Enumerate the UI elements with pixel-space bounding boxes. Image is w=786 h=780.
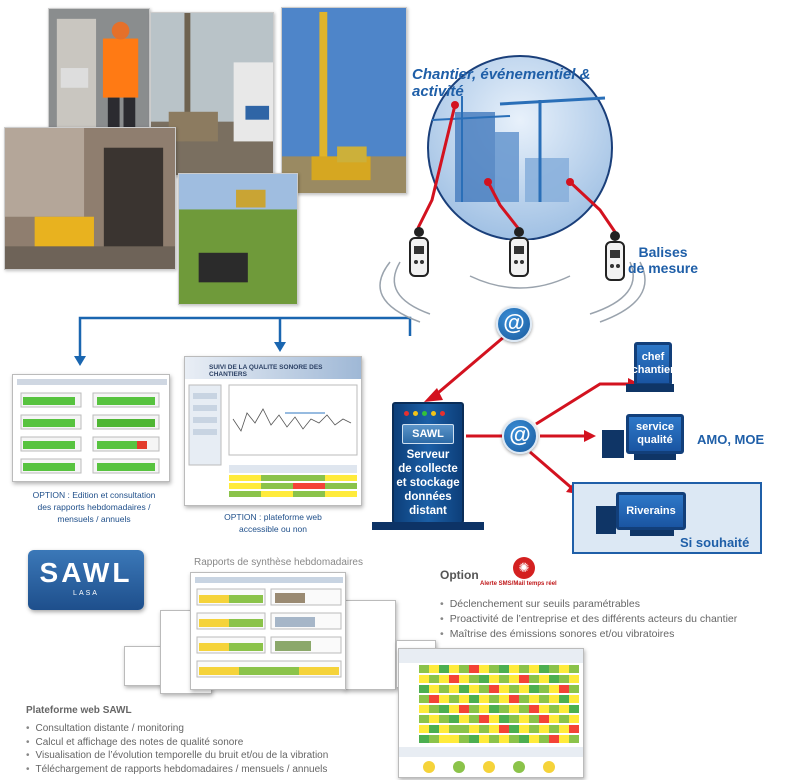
platform-title: Plateforme web SAWL (26, 705, 132, 716)
server-line: Serveur (406, 449, 450, 461)
report-preview (12, 374, 170, 482)
chef-chantier-screen: chef chantier (631, 342, 675, 386)
web-header: SUIVI DE LA QUALITE SONORE DES CHANTIERS (185, 357, 361, 379)
riverains-label: Riverains (626, 504, 676, 517)
circle-title: Chantier, événementiel & activité (412, 66, 591, 100)
caption-line: OPTION : plateforme web (224, 512, 322, 522)
option-bullet: Proactivité de l’entreprise et des diffé… (440, 612, 738, 627)
weekly-report-back (344, 600, 396, 690)
web-platform-preview: SUIVI DE LA QUALITE SONORE DES CHANTIERS (184, 356, 362, 506)
heatmap-table (398, 648, 584, 778)
platform-bullet: Consultation distante / monitoring (26, 722, 328, 736)
service-stand (634, 454, 676, 460)
service-line: qualité (637, 434, 673, 446)
server-line: distant (409, 505, 447, 517)
service-tower (602, 430, 624, 458)
option-bullet: Maîtrise des émissions sonores et/ou vib… (440, 627, 737, 642)
chef-stand (626, 384, 674, 392)
server-line: de collecte (398, 463, 458, 475)
platform-bullet: Téléchargement de rapports hebdomadaires… (26, 763, 328, 777)
site-circle-diagram (427, 55, 613, 240)
report-caption: OPTION : Edition et consultation des rap… (8, 489, 180, 525)
option-title: Option (440, 568, 479, 582)
photo-crane-rig (281, 7, 407, 194)
photo-sensor-field (178, 173, 298, 305)
caption-line: mensuels / annuels (57, 514, 131, 524)
at-icon: @ (496, 306, 532, 342)
web-caption: OPTION : plateforme web accessible ou no… (206, 511, 340, 535)
server-logo: SAWL (402, 424, 454, 444)
alert-label: Alerte SMS/Mail temps réel (480, 581, 557, 587)
server-label: Serveur de collecte et stockage données … (392, 448, 464, 518)
caption-line: OPTION : Edition et consultation (32, 490, 156, 500)
server-line: données (404, 491, 452, 503)
server-base (372, 522, 484, 530)
sensor-icon (605, 231, 625, 281)
option-bullets: Déclenchement sur seuils paramétrables P… (440, 597, 738, 642)
caption-line: des rapports hebdomadaires / (37, 502, 151, 512)
sensor-icon (509, 227, 529, 277)
weekly-report-main (190, 572, 346, 690)
balises-label: Balises de mesure (628, 244, 698, 276)
at-icon: @ (502, 418, 538, 454)
web-header-text: SUIVI DE LA QUALITE SONORE DES CHANTIERS (209, 364, 323, 378)
rapports-title: Rapports de synthèse hebdomadaires (194, 557, 363, 568)
sawl-logo: SAWL LASA (28, 550, 144, 610)
service-qualite-screen: service qualité (626, 414, 684, 454)
riverains-screen: Riverains (616, 492, 686, 530)
photo-excavator (4, 127, 176, 270)
chef-line: chantier (631, 364, 675, 376)
alert-icon: ✺ (513, 557, 535, 579)
platform-bullet: Visualisation de l’évolution temporelle … (26, 749, 329, 763)
sensor-icon (409, 227, 429, 277)
sawl-logo-sub: LASA (73, 590, 99, 597)
platform-bullet: Calcul et affichage des notes de qualité… (26, 736, 328, 750)
server-box: SAWL (392, 402, 464, 524)
sawl-logo-text: SAWL (39, 557, 133, 588)
platform-bullets: Consultation distante / monitoring Calcu… (26, 722, 329, 777)
caption-line: accessible ou non (238, 524, 308, 534)
riverains-stand (630, 530, 674, 536)
chef-line: chef (641, 351, 665, 363)
server-leds (404, 411, 445, 416)
option-bullet: Déclenchement sur seuils paramétrables (440, 597, 737, 612)
riverains-tower (596, 506, 616, 534)
server-line: et stockage (396, 477, 460, 489)
balises-line: de mesure (628, 260, 699, 276)
balises-line: Balises (638, 244, 688, 260)
photo-worker (48, 8, 150, 136)
si-souhaite-label: Si souhaité (680, 535, 750, 550)
service-line: service (636, 421, 674, 433)
amo-moe-label: AMO, MOE (697, 432, 765, 447)
